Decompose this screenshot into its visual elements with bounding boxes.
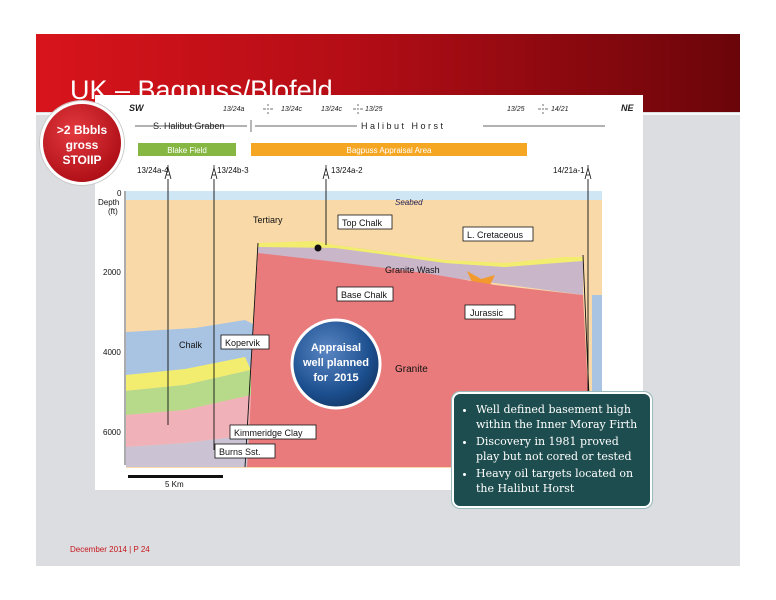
appraisal-text: well planned <box>302 357 369 369</box>
chalk-label: Chalk <box>179 340 203 350</box>
depth-axis-title: Depth <box>98 198 119 207</box>
callout-line: gross <box>65 138 99 152</box>
kimmeridge-label: Kimmeridge Clay <box>234 428 303 438</box>
granite-label: Granite <box>395 364 428 375</box>
block-label: 13/24c <box>321 106 343 113</box>
callout-line: >2 Bbbls <box>56 123 108 137</box>
graben-label: S. Halibut Graben <box>153 121 225 131</box>
sea-layer <box>126 191 602 200</box>
well-label: 13/24a-2 <box>331 166 363 175</box>
depth-tick: 0 <box>117 189 122 198</box>
bagpuss-area-bar <box>251 143 527 156</box>
graben-strata-yellow <box>126 357 251 391</box>
block-label: 13/25 <box>365 106 383 113</box>
l-cretaceous-label: L. Cretaceous <box>467 230 524 240</box>
granite-wash-label: Granite Wash <box>385 265 440 275</box>
block-label: 13/24a <box>223 106 245 113</box>
ne-label: NE <box>621 103 634 113</box>
list-item: Well defined basement high within the In… <box>476 402 642 432</box>
label-box <box>214 214 534 459</box>
key-points-box: Well defined basement high within the In… <box>452 392 652 508</box>
well-label: 13/24b-3 <box>217 166 249 175</box>
block-label: 13/25 <box>507 106 525 113</box>
discovery-well-marker <box>314 244 322 252</box>
jurassic-label: Jurassic <box>470 308 504 318</box>
graben-strata-grey <box>126 435 249 467</box>
bagpuss-area-label: Bagpuss Appraisal Area <box>347 146 432 155</box>
list-item: Discovery in 1981 proved play but not co… <box>476 434 642 464</box>
key-points-list: Well defined basement high within the In… <box>462 402 642 496</box>
tertiary-label: Tertiary <box>253 215 283 225</box>
top-chalk-layer <box>258 241 583 267</box>
graben-strata-pink <box>126 395 251 447</box>
stoiip-callout: >2 Bbbls gross STOIIP <box>40 101 124 185</box>
base-chalk-label: Base Chalk <box>341 290 388 300</box>
graben-strata-green <box>126 370 251 415</box>
seabed-label: Seabed <box>395 198 423 207</box>
well-label: 13/24a-4 <box>137 166 169 175</box>
list-item: Heavy oil targets located on the Halibut… <box>476 466 642 496</box>
appraisal-text: for 2015 <box>313 372 358 384</box>
horst-label: H a l i b u t H o r s t <box>361 121 444 131</box>
depth-tick: 4000 <box>103 348 121 357</box>
depth-tick: 2000 <box>103 268 121 277</box>
top-chalk-label: Top Chalk <box>342 218 383 228</box>
footer-text: December 2014 | P 24 <box>70 545 150 554</box>
kopervik-label: Kopervik <box>225 338 261 348</box>
blake-field-bar <box>138 143 236 156</box>
block-label: 14/21 <box>551 106 569 113</box>
ne-chalk-layer <box>592 295 602 467</box>
rig-icon <box>164 165 592 180</box>
depth-tick: 6000 <box>103 428 121 437</box>
granite-wash-layer <box>258 245 583 295</box>
scale-bar <box>128 475 223 478</box>
appraisal-well-circle <box>290 318 382 410</box>
well-label: 14/21a-1 <box>553 166 585 175</box>
blake-field-label: Blake Field <box>167 146 207 155</box>
burns-label: Burns Sst. <box>219 447 261 457</box>
callout-line: STOIIP <box>62 153 102 167</box>
scale-label: 5 Km <box>165 480 184 489</box>
block-label: 13/24c <box>281 106 303 113</box>
sw-label: SW <box>129 103 145 113</box>
depth-axis-unit: (ft) <box>108 207 118 216</box>
appraisal-text: Appraisal <box>311 342 361 354</box>
